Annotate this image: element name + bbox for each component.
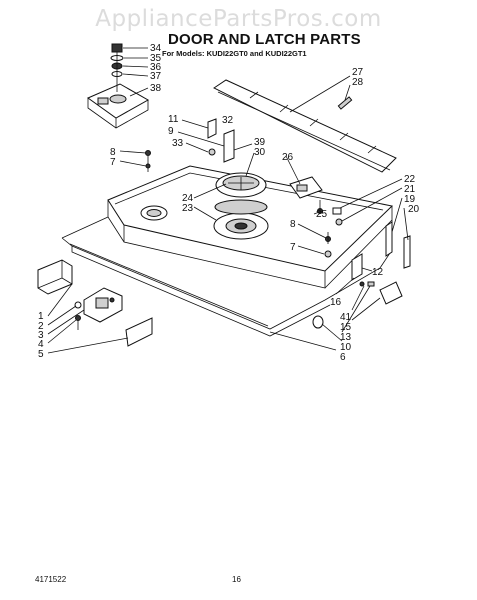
callout-20: 20 (408, 204, 420, 215)
footer-page-number: 16 (232, 575, 241, 584)
callout-8: 8 (110, 147, 116, 158)
callout-35: 35 (150, 53, 162, 64)
callout-21: 21 (404, 184, 416, 195)
callout-4: 4 (38, 339, 44, 350)
vent-strip (213, 79, 397, 173)
callout-12: 12 (372, 267, 384, 278)
callout-5: 5 (38, 349, 44, 360)
callout-2: 2 (38, 321, 44, 332)
callout-33: 33 (172, 138, 184, 149)
callout-labels: 34 35 36 37 38 27 28 11 9 32 33 39 30 26… (38, 43, 420, 363)
callout-15: 15 (340, 322, 352, 333)
callout-37: 37 (150, 71, 162, 82)
callout-1: 1 (38, 311, 44, 322)
detergent-dispenser (213, 172, 269, 240)
callout-34: 34 (150, 43, 162, 54)
callout-39: 39 (254, 137, 266, 148)
callout-24: 24 (182, 193, 194, 204)
callout-28: 28 (352, 77, 364, 88)
callout-19: 19 (404, 194, 416, 205)
side-parts (312, 207, 411, 329)
models-subtitle: For Models: KUDI22GT0 and KUDI22GT1 (162, 49, 307, 58)
callout-27: 27 (352, 67, 364, 78)
callout-36: 36 (150, 62, 162, 73)
callout-26: 26 (282, 152, 294, 163)
callout-3: 3 (38, 330, 44, 341)
latch-housing (289, 176, 323, 214)
page-title: DOOR AND LATCH PARTS (168, 31, 361, 48)
lower-left-parts (37, 259, 153, 347)
callout-25: 25 (316, 209, 328, 220)
latch-motor-assembly (86, 43, 150, 129)
callout-11: 11 (168, 114, 179, 125)
callout-13: 13 (340, 332, 352, 343)
callout-7: 7 (110, 157, 116, 168)
callout-22: 22 (404, 174, 416, 185)
callout-6: 6 (340, 352, 346, 363)
door-vent (140, 205, 168, 221)
leader-lines (47, 47, 409, 354)
hinge-bracket (145, 118, 235, 172)
callout-7-right: 7 (290, 242, 296, 253)
callout-30: 30 (254, 147, 266, 158)
callout-41: 41 (340, 312, 352, 323)
callout-16: 16 (330, 297, 342, 308)
callout-9: 9 (168, 126, 174, 137)
callout-23: 23 (182, 203, 194, 214)
callout-10: 10 (340, 342, 352, 353)
callout-38: 38 (150, 83, 162, 94)
callout-8-right: 8 (290, 219, 296, 230)
footer-part-code: 4171522 (35, 575, 67, 584)
callout-32: 32 (222, 115, 234, 126)
